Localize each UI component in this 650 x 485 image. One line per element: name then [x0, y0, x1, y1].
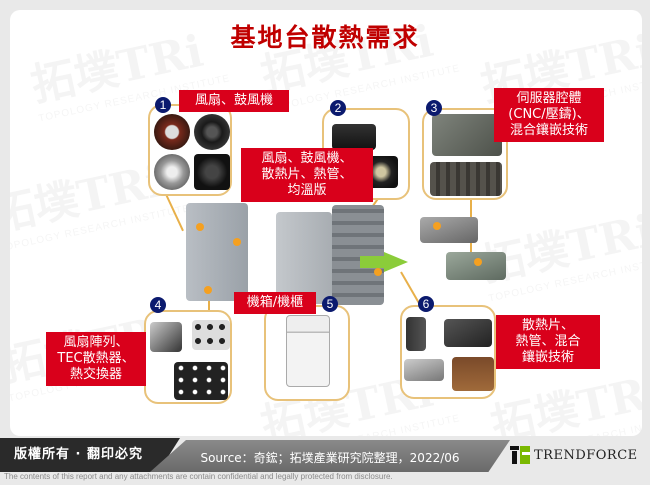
fan-image	[194, 114, 230, 150]
fan-image	[194, 154, 230, 190]
watermark: 拓墣TRiTOPOLOGY RESEARCH INSTITUTE	[474, 190, 642, 305]
embedded-heatsink-image	[452, 357, 494, 391]
chassis-image	[430, 162, 502, 196]
badge-1: 1	[155, 97, 171, 113]
connector-dot	[474, 258, 482, 266]
label-fan-heatsink-heatpipe: 風扇、鼓風機、散熱片、熱管、均溫版	[241, 148, 373, 202]
category-card-heatsink-heatpipe	[400, 305, 496, 399]
badge-5: 5	[322, 296, 338, 312]
connector-dot	[204, 286, 212, 294]
heatsink-image	[406, 317, 426, 351]
connector-dot	[196, 223, 204, 231]
page-title: 基地台散熱需求	[230, 23, 420, 52]
tec-cooler-image	[174, 362, 228, 400]
badge-2: 2	[330, 100, 346, 116]
heat-exchanger-image	[150, 322, 182, 352]
badge-6: 6	[418, 296, 434, 312]
fan-array-image	[192, 320, 230, 350]
rack-cabinet-image	[286, 315, 330, 387]
category-card-fan-array	[144, 310, 232, 404]
category-card-server-chassis	[422, 108, 508, 200]
badge-3: 3	[426, 100, 442, 116]
label-fan-array-tec: 風扇陣列、TEC散熱器、熱交換器	[46, 332, 146, 386]
badge-4: 4	[150, 297, 166, 313]
connector-dot	[233, 238, 241, 246]
green-arrow-icon	[384, 252, 408, 272]
open-cabinet-door-image	[276, 212, 332, 304]
connector-dot	[433, 222, 441, 230]
chassis-image	[432, 114, 502, 156]
heatpipe-image	[404, 359, 444, 381]
category-card-enclosure	[264, 305, 350, 401]
trendforce-logo-icon	[510, 446, 530, 464]
brand-name: TRENDFORCE	[534, 447, 638, 463]
base-station-cabinet-image	[186, 203, 248, 301]
disclaimer-text: The contents of this report and any atta…	[4, 472, 393, 481]
cabinet-interior-image	[332, 205, 384, 305]
blower-image	[154, 154, 190, 190]
copyright-banner: 版權所有 · 翻印必究	[0, 438, 180, 472]
source-note: Source：奇鋐；拓墣產業研究院整理，2022/06	[150, 440, 510, 472]
trendforce-logo: TRENDFORCE	[510, 438, 642, 472]
connector-dot	[374, 268, 382, 276]
fan-module-image	[332, 124, 376, 150]
label-server-chassis: 伺服器腔體(CNC/壓鑄)、混合鑲嵌技術	[494, 88, 604, 142]
label-heatsink-heatpipe-embedding: 散熱片、熱管、混合鑲嵌技術	[496, 315, 600, 369]
board-module-image	[420, 217, 478, 243]
label-enclosure-cabinet: 機箱/機櫃	[234, 292, 316, 314]
fan-image	[154, 114, 190, 150]
cold-plate-image	[444, 319, 492, 347]
board-module-image	[446, 252, 506, 280]
green-arrow-shaft	[360, 256, 386, 268]
connector-line	[208, 290, 210, 312]
category-card-fans	[148, 104, 232, 196]
label-fans-blowers: 風扇、鼓風機	[179, 90, 289, 112]
